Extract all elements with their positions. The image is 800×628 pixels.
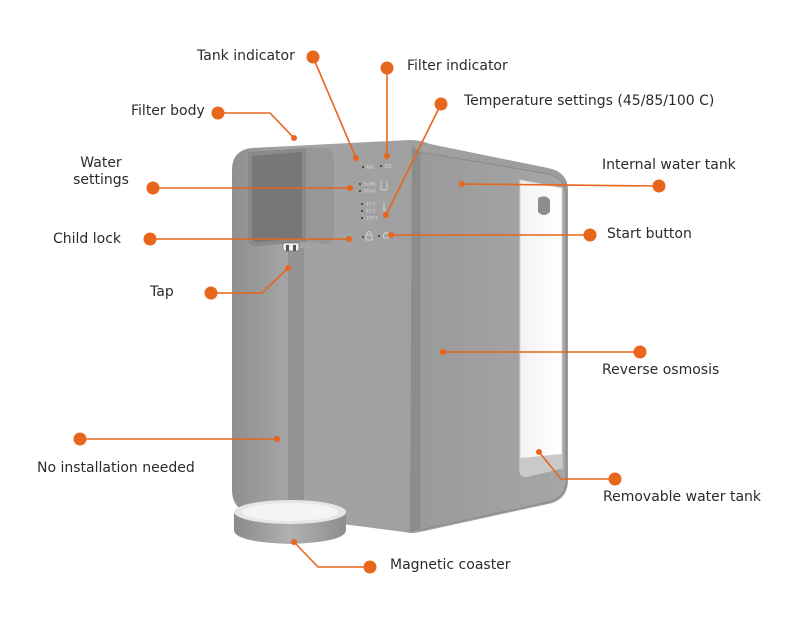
callout-water-settings xyxy=(146,181,353,195)
label-magnetic-coaster: Magnetic coaster xyxy=(390,557,511,573)
volume-option-1: ZuoML xyxy=(363,182,377,187)
label-water-settings: Water settings xyxy=(73,155,129,188)
callout-line xyxy=(312,56,357,159)
callout-marker-dot xyxy=(583,228,597,242)
callout-start-button xyxy=(388,228,597,242)
front-edge xyxy=(410,146,420,532)
callout-reverse-osmosis xyxy=(440,345,647,359)
callout-marker-dot xyxy=(652,179,666,193)
callout-marker-dot xyxy=(211,106,225,120)
callout-filter-body xyxy=(211,106,297,141)
temp-option-3: 100°C xyxy=(366,216,379,221)
temp-option-2: 85°C xyxy=(366,209,376,214)
dispenser-body: 制水 滤芯 ZuoML 300ml 45°C 85°C 100°C xyxy=(232,140,568,544)
callout-marker-dot xyxy=(204,286,218,300)
callout-line xyxy=(293,541,370,568)
label-temperature-settings: Temperature settings (45/85/100 C) xyxy=(464,93,715,109)
callout-line xyxy=(461,183,660,187)
callout-marker-dot xyxy=(143,232,157,246)
callout-anchor-dot xyxy=(346,236,352,242)
callout-tank-indicator xyxy=(306,50,359,161)
callout-anchor-dot xyxy=(388,232,394,238)
callout-anchor-dot xyxy=(536,449,542,455)
removable-tank-window xyxy=(519,179,563,477)
callout-anchor-dot xyxy=(291,539,297,545)
tank-handle xyxy=(538,196,550,215)
cup-icon xyxy=(380,181,388,191)
callout-line xyxy=(538,451,615,480)
callout-anchor-dot xyxy=(285,265,291,271)
callout-anchor-dot xyxy=(347,185,353,191)
callout-marker-dot xyxy=(306,50,320,64)
tap-nozzle xyxy=(282,242,300,252)
callout-lines xyxy=(73,50,666,574)
callout-filter-indicator xyxy=(380,61,394,159)
filter-body xyxy=(306,148,334,244)
callout-temperature-settings xyxy=(383,97,448,218)
label-removable-water-tank: Removable water tank xyxy=(603,489,762,505)
callout-anchor-dot xyxy=(384,153,390,159)
callout-anchor-dot xyxy=(459,181,465,187)
tank-bottom-ledge xyxy=(520,454,562,477)
label-internal-water-tank: Internal water tank xyxy=(602,157,736,173)
callout-magnetic-coaster xyxy=(291,539,377,574)
label-filter-indicator: Filter indicator xyxy=(407,58,508,74)
thermometer-icon xyxy=(382,202,386,211)
magnetic-coaster xyxy=(234,500,346,544)
callout-marker-dot xyxy=(633,345,647,359)
callout-marker-dot xyxy=(434,97,448,111)
callout-anchor-dot xyxy=(353,155,359,161)
callout-marker-dot xyxy=(380,61,394,75)
callout-line xyxy=(385,103,442,216)
callout-marker-dot xyxy=(608,472,622,486)
label-tank-indicator: Tank indicator xyxy=(197,48,295,64)
callout-anchor-dot xyxy=(291,135,297,141)
temp-option-1: 45°C xyxy=(366,202,376,207)
label-reverse-osmosis: Reverse osmosis xyxy=(602,362,720,378)
label-start-button: Start button xyxy=(607,226,692,242)
callout-anchor-dot xyxy=(383,212,389,218)
callout-no-installation xyxy=(73,432,280,446)
label-child-lock: Child lock xyxy=(53,231,122,247)
callout-child-lock xyxy=(143,232,352,246)
filter-led-label: 滤芯 xyxy=(384,163,392,169)
volume-option-2: 300ml xyxy=(363,189,376,194)
tank-led-label: 制水 xyxy=(366,164,374,170)
callout-internal-water-tank xyxy=(459,179,666,193)
filter-window xyxy=(252,152,302,242)
callout-line xyxy=(211,267,289,294)
label-tap: Tap xyxy=(150,284,174,300)
callout-marker-dot xyxy=(146,181,160,195)
callout-marker-dot xyxy=(73,432,87,446)
callout-tap xyxy=(204,265,291,300)
start-icon xyxy=(382,231,390,239)
control-panel: 制水 滤芯 ZuoML 300ml 45°C 85°C 100°C xyxy=(359,163,392,241)
callout-anchor-dot xyxy=(440,349,446,355)
callout-anchor-dot xyxy=(274,436,280,442)
callout-line xyxy=(218,112,295,139)
dispense-column xyxy=(288,248,304,502)
callout-marker-dot xyxy=(363,560,377,574)
padlock-icon xyxy=(365,231,373,241)
callout-removable-water-tank xyxy=(536,449,622,486)
label-filter-body: Filter body xyxy=(131,103,205,119)
label-no-installation: No installation needed xyxy=(37,460,195,476)
